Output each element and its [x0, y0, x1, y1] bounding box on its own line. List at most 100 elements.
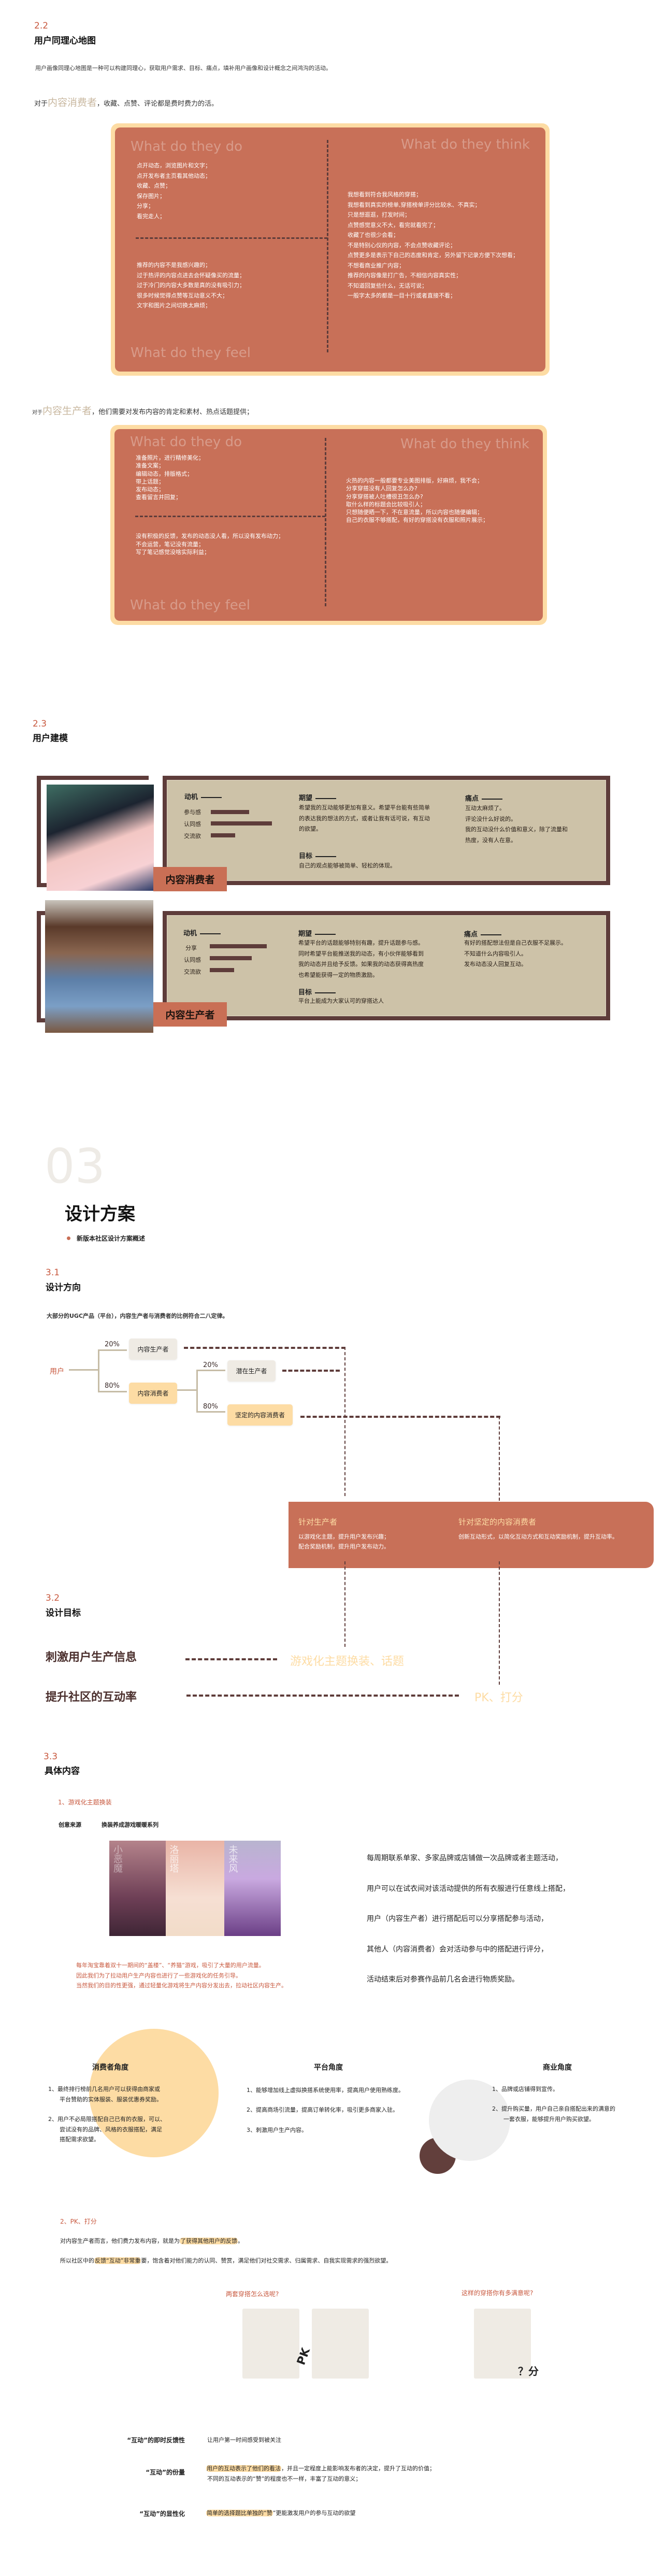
goal-heading: 目标: [298, 987, 336, 997]
section-title: 设计目标: [46, 1608, 81, 1618]
motive-bar: [210, 956, 252, 960]
angle-item: 2、提高商场引流量，提高订单转化率，吸引更多商家入驻。: [247, 2107, 398, 2113]
list-item: 推荐的内容不是我感兴趣的；: [137, 262, 211, 268]
connector-dash: [184, 1347, 345, 1349]
map-title-feel: What do they feel: [130, 597, 250, 613]
list-item: 准备照片，进行精修美化；: [136, 454, 204, 461]
angle-item-line: 2、用户不必局限搭配自己已有的衣服，可以、: [48, 2116, 166, 2123]
node-producer: 内容生产者: [129, 1339, 177, 1360]
decor-circle-gray: [429, 2080, 510, 2161]
persona-info-frame: [163, 776, 610, 885]
list-item: 看完走人；: [137, 212, 165, 220]
strategy-title: 针对坚定的内容消费者: [458, 1517, 537, 1527]
text-highlight: 反馈“互动”非常重: [94, 2257, 141, 2264]
persona-card-producer: 内容生产者 动机 分享 认同感 交流欲 期望 希望平台的话题能够特别有趣，提升话…: [0, 900, 663, 1046]
strategy-title: 针对生产者: [298, 1517, 338, 1527]
list-item: 同时希望平台能推送我的动态，有小伙伴能够看到: [298, 950, 424, 957]
goal-label: 刺激用户生产信息: [46, 1651, 137, 1664]
list-item: 当然我们的目的性更强，通过轻量化游戏将生产内容分发出去，拉动社区内容生产。: [76, 1982, 287, 1989]
text-highlight: 简单的选择题比单独的“赞: [206, 2510, 273, 2516]
pk-paragraph: 所以社区中的反馈“互动”非常重要，饱含着对他们能力的认同、赞赏，满足他们对社交需…: [60, 2256, 392, 2265]
text-run: 要，饱含着对他们能力的认同、赞赏，满足他们对社交需求、归属需求、自我实现需求的强…: [141, 2257, 392, 2264]
list-item: 点赞更多是表示下自己的态度和肯定，另外留下记录方便下次想看；: [348, 252, 518, 259]
section-title: 具体内容: [45, 1766, 80, 1776]
motive-label: 交流欲: [184, 969, 201, 975]
list-item: 不会运营，笔记没有流量；: [136, 540, 204, 548]
empathy-map-consumer: What do they do What do they think What …: [111, 123, 550, 376]
pain-heading: 痛点: [465, 793, 502, 803]
divider-horizontal: [135, 516, 325, 517]
panel-label: 小恶魔: [112, 1845, 123, 1873]
strategy-text: 以游戏化主题，提升用户发布兴趣；配合奖励机制，提升用户发布动力。: [298, 1532, 390, 1552]
angle-item: 2、用户不必局限搭配自己已有的衣服，可以、尝试没有的品牌、风格的衣服搭配，满足搭…: [48, 2114, 166, 2145]
ratio-label: 80%: [105, 1382, 120, 1390]
panel-label: 洛丽塔: [168, 1845, 179, 1873]
goal-label: 提升社区的互动率: [46, 1691, 137, 1704]
persona-photo: [47, 785, 154, 891]
node-consumer: 内容消费者: [129, 1383, 177, 1404]
pk-question: 两套穿搭怎么选呢?: [226, 2290, 279, 2298]
persona-tag: 内容消费者: [153, 867, 227, 891]
expect-heading: 期望: [299, 792, 336, 802]
list-item: 编辑动态，排版格式；: [136, 470, 193, 477]
list-item: 以游戏化主题，提升用户发布兴趣；: [298, 1533, 390, 1540]
subsection-title: 1、游戏化主题换装: [58, 1799, 112, 1806]
list-item: 没有积极的反馈，发布的动态没人看，所以没有发布动力；: [136, 533, 284, 539]
persona-photo: [45, 900, 153, 1033]
map-title-do: What do they do: [130, 434, 242, 450]
do-list: 点开动态，浏览图片和文字；点开发布者主页看其他动态；收藏、点赞；保存图片；分享；…: [137, 161, 211, 221]
list-item: 我想看到符合我风格的穿搭；: [348, 191, 422, 198]
list-item: 收藏了也很少会看；: [348, 232, 399, 238]
chapter-subtitle: 新版本社区设计方案概述: [77, 1235, 146, 1242]
list-item: 保存图片；: [137, 192, 165, 200]
chapter-title: 设计方案: [65, 1204, 135, 1225]
motive-label: 认同感: [184, 957, 201, 963]
tree-line: [69, 1369, 98, 1371]
feature-text: 简单的选择题比单独的“赞”更能激发用户的参与互动的欲望: [206, 2509, 355, 2517]
feature-text: 让用户第一时间感受到被关注: [207, 2437, 281, 2443]
do-list: 准备照片，进行精修美化；准备文案；编辑动态，排版格式；带上话题；发布动态；查看留…: [136, 454, 204, 502]
ratio-label: 80%: [203, 1403, 218, 1411]
list-item: 很多时候觉得点赞等互动意义不大；: [137, 292, 228, 299]
outfit-card-score[interactable]: [474, 2309, 531, 2379]
section-description: 用户画像同理心地图是一种可以构建同理心，获取用户需求、目标、痛点，填补用户画像和…: [35, 65, 332, 72]
text-run: 对内容生产者而言，他们费力发布内容，就是为: [60, 2238, 180, 2244]
node-loyal-consumer: 坚定的内容消费者: [227, 1404, 293, 1426]
list-item: 带上话题；: [136, 478, 164, 485]
angle-item: 1、最终排行榜前几名用户可以获得由商家或平台赞助的实体服装、服装优惠券奖励。: [48, 2084, 162, 2104]
outfit-card-b[interactable]: [312, 2309, 369, 2379]
angle-item: 2、提升购买量，用户自己亲自搭配出来的满意的一套衣服，能够提升用户购买欲望。: [492, 2104, 615, 2124]
intro-highlight: 内容消费者: [48, 97, 97, 108]
list-item: 火热的内容一般都要专业美图排版，好麻烦，我不会；: [346, 477, 483, 484]
divider-vertical: [327, 140, 328, 352]
text-run: 所以社区中的: [60, 2257, 94, 2264]
tree-line: [177, 1389, 198, 1391]
list-item: 活动结束后对参赛作品前几名会进行物质奖励。: [367, 1975, 519, 1984]
connector-dash: [300, 1416, 500, 1418]
motive-heading: 动机: [184, 791, 222, 801]
goal-heading: 目标: [299, 850, 336, 860]
list-item: 也希望能获得一定的物质激励。: [298, 971, 378, 978]
list-item: 分享穿搭被人吐槽很丑怎么办?: [346, 493, 423, 500]
intro-highlight: 内容生产者: [42, 405, 92, 417]
list-item: 过于热评的内容点进去会怀疑像买的流量；: [137, 272, 245, 279]
pain-heading: 痛点: [464, 929, 501, 938]
outfit-card-a[interactable]: [242, 2309, 299, 2379]
list-item: 自己的观点能够被简单、轻松的体现。: [299, 862, 396, 869]
activity-rationale: 每年淘宝靠着双十一期间的“盖楼”、“养猫”游戏，吸引了大量的用户流量。因此我们为…: [76, 1960, 287, 1991]
goal-tag: 游戏化主题换装、话题: [290, 1655, 405, 1668]
list-item: 文字和图片之间切换太麻烦；: [137, 302, 211, 309]
producer-intro: 对于内容生产者，他们需要对发布内容的肯定和素材、热点话题提供；: [32, 403, 253, 417]
angle-item: 3、刺激用户生产内容。: [247, 2127, 307, 2133]
feature-text: 用户的互动表示了他们的看法，并且一定程度上能影响发布者的决定，提升了互动的价值；: [206, 2464, 435, 2472]
activity-steps: 每周期联系单家、多家品牌或店铺做一次品牌或者主题活动，用户可以在试衣间对该活动提…: [367, 1843, 570, 1995]
goal-tag: PK、打分: [474, 1691, 523, 1704]
tree-line: [98, 1349, 127, 1351]
list-item: 分享穿搭没有人回复怎么办?: [346, 485, 417, 492]
motive-label: 参与感: [184, 809, 201, 816]
map-title-think: What do they think: [400, 436, 529, 452]
list-item: 只是想逛逛，打发时间；: [348, 211, 410, 218]
node-potential-producer: 潜在生产者: [227, 1360, 276, 1382]
motive-label: 交流欲: [184, 833, 201, 839]
map-title-do: What do they do: [131, 139, 242, 154]
